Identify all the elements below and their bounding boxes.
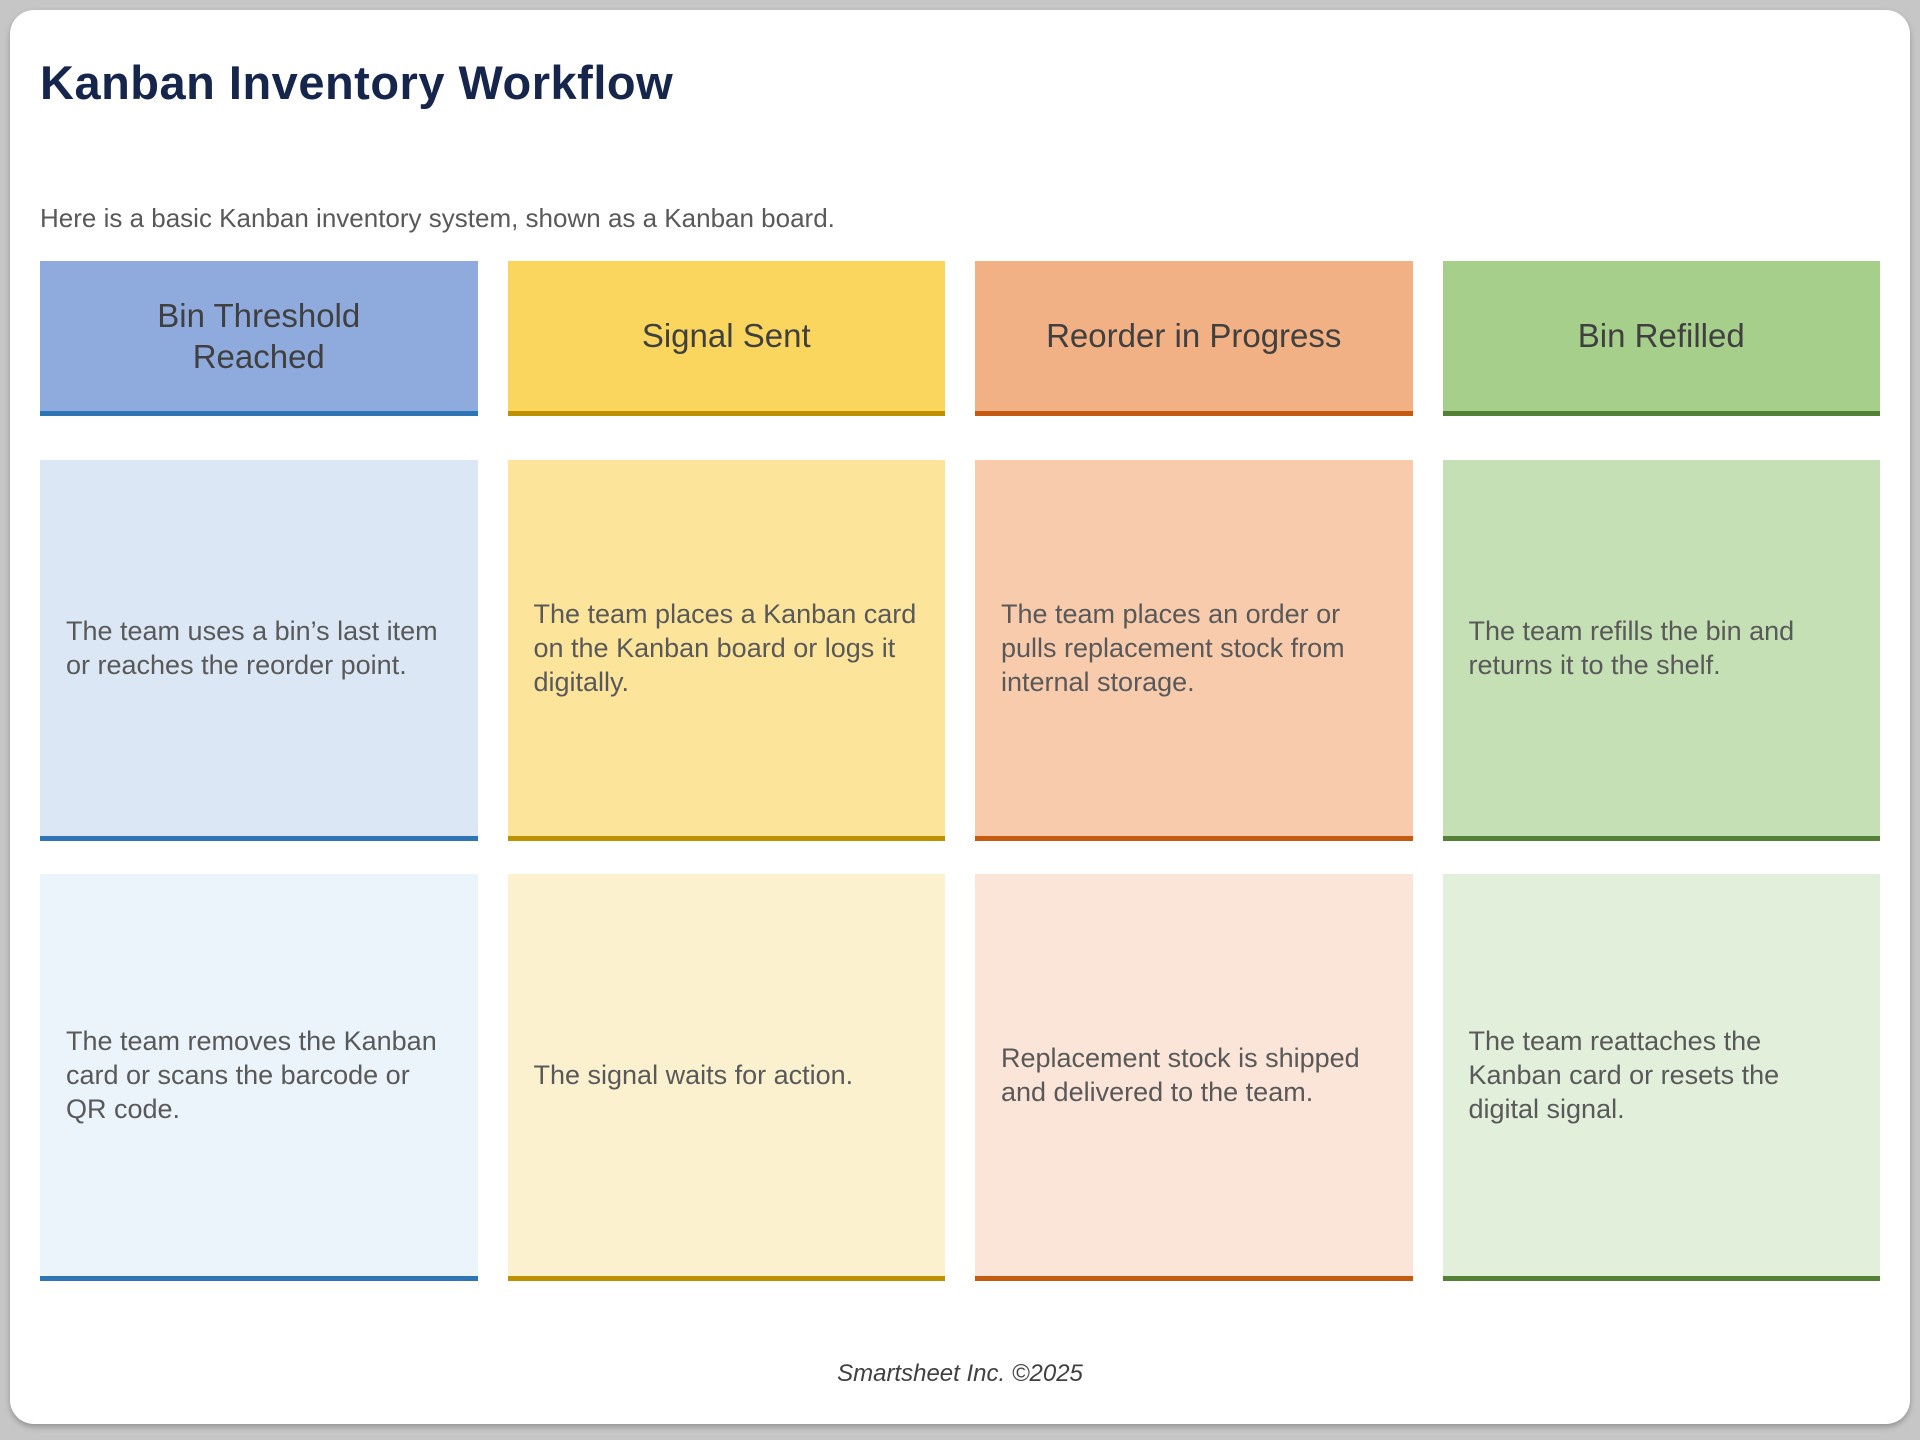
page-title: Kanban Inventory Workflow (40, 56, 674, 109)
column-bin-refilled: Bin Refilled The team refills the bin an… (1442, 261, 1880, 1281)
column-bin-threshold-reached: Bin Threshold Reached The team uses a bi… (40, 261, 478, 1281)
kanban-card: The team removes the Kanban card or scan… (40, 874, 478, 1281)
column-header-bin-refilled: Bin Refilled (1442, 261, 1880, 416)
column-header-signal-sent: Signal Sent (507, 261, 945, 416)
kanban-card: Replacement stock is shipped and deliver… (975, 874, 1413, 1281)
kanban-card: The signal waits for action. (507, 874, 945, 1281)
page-subtitle: Here is a basic Kanban inventory system,… (40, 203, 835, 233)
kanban-card: The team uses a bin’s last item or reach… (40, 460, 478, 841)
kanban-card: The team places an order or pulls replac… (975, 460, 1413, 841)
column-reorder-in-progress: Reorder in Progress The team places an o… (975, 261, 1413, 1281)
column-header-reorder-in-progress: Reorder in Progress (975, 261, 1413, 416)
page-card: Kanban Inventory Workflow Here is a basi… (10, 10, 1910, 1424)
footer-credit: Smartsheet Inc. ©2025 (837, 1360, 1083, 1387)
column-header-bin-threshold-reached: Bin Threshold Reached (40, 261, 478, 416)
column-signal-sent: Signal Sent The team places a Kanban car… (507, 261, 945, 1281)
kanban-board: Bin Threshold Reached The team uses a bi… (40, 261, 1880, 1281)
kanban-card: The team places a Kanban card on the Kan… (507, 460, 945, 841)
kanban-card: The team reattaches the Kanban card or r… (1442, 874, 1880, 1281)
kanban-card: The team refills the bin and returns it … (1442, 460, 1880, 841)
